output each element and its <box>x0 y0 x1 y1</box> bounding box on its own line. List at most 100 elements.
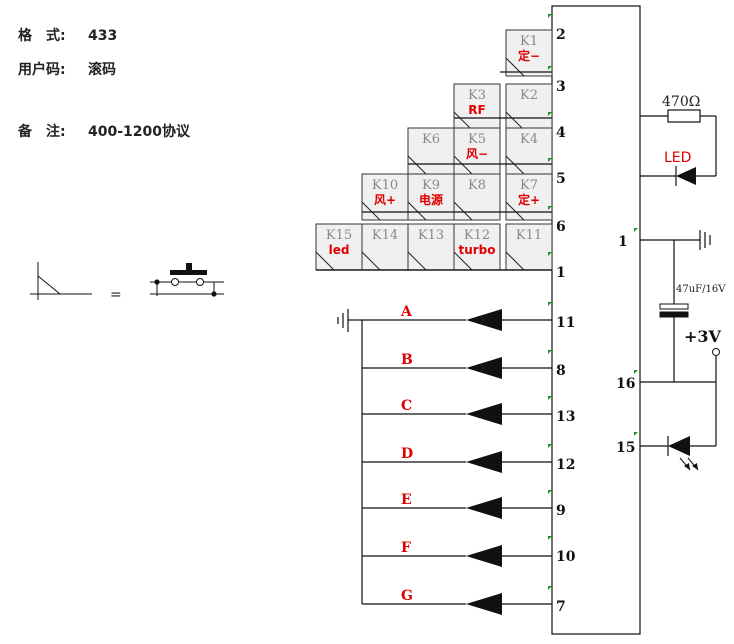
segment-label: A <box>400 304 413 320</box>
segment-diode <box>466 357 502 379</box>
ic-pin-label: 6 <box>556 219 566 235</box>
segment-rows: A B C D E F G <box>362 304 552 615</box>
segment-label: F <box>401 540 411 556</box>
segment-diode <box>466 497 502 519</box>
ic-pin-label: 11 <box>556 315 575 331</box>
key-k1: K1定− <box>505 29 553 77</box>
led-diode <box>676 167 696 185</box>
key-k6: K6 <box>407 127 455 175</box>
key-k8: K8 <box>453 173 501 221</box>
format-label: 格 式: <box>18 27 66 44</box>
key-number: K10 <box>372 178 398 193</box>
key-k13: K13 <box>407 223 455 271</box>
segment-diode <box>466 309 502 331</box>
key-k2: K2 <box>505 83 553 131</box>
key-k14: K14 <box>361 223 409 271</box>
ic-pin-label: 13 <box>556 409 575 425</box>
ic-pin-label: 9 <box>556 503 566 519</box>
ic-pin-label: 1 <box>556 265 566 281</box>
key-number: K6 <box>422 132 440 147</box>
ic-pin-label: 3 <box>556 79 566 95</box>
led-label: LED <box>664 150 691 166</box>
key-function: led <box>329 243 350 257</box>
supply-label: +3V <box>684 327 722 346</box>
key-number: K13 <box>418 228 444 243</box>
resistor-470 <box>667 109 701 123</box>
info-block: 格 式: 433 用户码: 滚码 备 注: 400-1200协议 <box>17 27 191 140</box>
key-number: K7 <box>520 178 538 193</box>
key-number: K15 <box>326 228 352 243</box>
ic-pin-label: 5 <box>556 171 566 187</box>
key-function: 定− <box>518 48 540 63</box>
ic-pin-1-right: 1 <box>618 234 628 250</box>
user-code-label: 用户码: <box>18 61 66 78</box>
key-k5: K5风− <box>453 127 501 175</box>
key-k7: K7定+ <box>505 173 553 221</box>
key-number: K8 <box>468 178 486 193</box>
key-number: K4 <box>520 132 538 147</box>
segment-row: C <box>362 398 552 425</box>
rf-led-diode <box>668 436 690 456</box>
supply-terminal <box>712 348 720 356</box>
segment-common <box>337 309 363 604</box>
segment-label: C <box>401 398 412 414</box>
key-number: K12 <box>464 228 490 243</box>
user-code-value: 滚码 <box>88 61 116 78</box>
ic-pin-label: 7 <box>556 599 566 615</box>
key-number: K11 <box>516 228 542 243</box>
key-number: K14 <box>372 228 398 243</box>
key-number: K9 <box>422 178 440 193</box>
segment-diode <box>466 451 502 473</box>
segment-row: A <box>362 304 552 331</box>
key-symbol <box>30 262 92 300</box>
segment-diode <box>466 403 502 425</box>
ic-pin-marks <box>548 14 552 590</box>
ic-pin-label: 8 <box>556 363 566 379</box>
right-components: 470Ω LED 47uF/16V +3V 1 16 15 <box>616 94 726 471</box>
ic-pin-label: 12 <box>556 457 575 473</box>
segment-diode <box>466 593 502 615</box>
segment-label: D <box>401 446 413 462</box>
key-number: K5 <box>468 132 486 147</box>
resistor-label: 470Ω <box>662 94 700 110</box>
capacitor-label: 47uF/16V <box>676 284 726 295</box>
key-function: 风+ <box>374 193 396 207</box>
ic-pin-label: 4 <box>556 125 566 141</box>
key-k11: K11 <box>505 223 553 271</box>
key-number: K1 <box>520 34 538 49</box>
pushbutton-symbol <box>150 263 224 297</box>
remark-label: 备 注: <box>17 123 66 140</box>
segment-label: B <box>401 352 413 368</box>
ic-pin-15: 15 <box>616 440 635 456</box>
segment-row: G <box>362 588 552 615</box>
key-function: 定+ <box>518 192 540 207</box>
segment-row: D <box>362 446 552 473</box>
ic-pin-16: 16 <box>616 376 635 392</box>
key-number: K2 <box>520 88 538 103</box>
segment-row: B <box>362 352 552 379</box>
key-number: K3 <box>468 88 486 103</box>
key-function: 电源 <box>419 192 443 207</box>
segment-label: E <box>401 492 412 508</box>
segment-label: G <box>401 588 413 604</box>
format-value: 433 <box>88 28 117 44</box>
segment-diode <box>466 545 502 567</box>
capacitor-plate-bottom <box>659 311 689 318</box>
key-function: 风− <box>466 147 488 161</box>
segment-row: E <box>362 492 552 519</box>
capacitor-plate-top <box>659 303 689 310</box>
key-function: RF <box>468 103 485 117</box>
segment-row: F <box>362 540 552 567</box>
ic-pin-label: 2 <box>556 27 566 43</box>
switch-legend: = <box>30 262 224 303</box>
remark-value: 400-1200协议 <box>88 123 191 140</box>
key-k4: K4 <box>505 127 553 175</box>
ic-pin-label: 10 <box>556 549 576 565</box>
